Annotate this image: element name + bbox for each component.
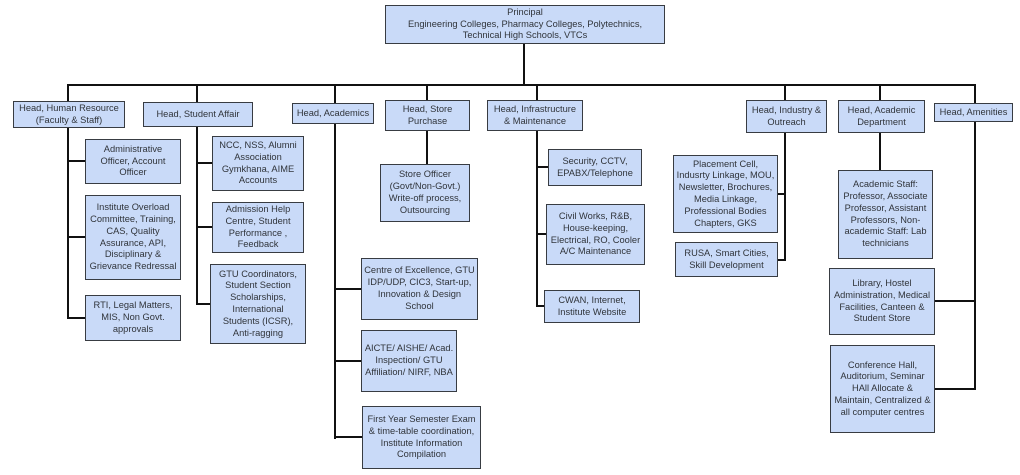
connector-line xyxy=(536,305,546,307)
connector-line xyxy=(196,226,214,228)
node-security-cctv: Security, CCTV, EPABX/Telephone xyxy=(548,149,642,186)
connector-line xyxy=(67,236,87,238)
node-store-officer: Store Officer (Govt/Non-Govt.) Write-off… xyxy=(380,164,470,222)
connector-line xyxy=(196,162,214,164)
connector-line xyxy=(536,129,538,307)
connector-line xyxy=(784,84,786,103)
head-human-resource: Head, Human Resource (Faculty & Staff) xyxy=(13,101,125,128)
connector-line xyxy=(523,43,525,85)
node-institute-overload-committee: Institute Overload Committee, Training, … xyxy=(85,195,181,280)
connector-line xyxy=(334,122,336,439)
connector-line xyxy=(879,131,881,172)
connector-line xyxy=(536,84,538,102)
connector-line xyxy=(974,120,976,390)
connector-line xyxy=(536,233,548,235)
connector-line xyxy=(196,84,198,104)
connector-line xyxy=(334,360,363,362)
connector-line xyxy=(879,84,881,103)
node-principal: Principal Engineering Colleges, Pharmacy… xyxy=(385,5,665,44)
connector-line xyxy=(196,126,198,305)
principal-subtitle: Engineering Colleges, Pharmacy Colleges,… xyxy=(407,18,643,41)
head-amenities: Head, Amenities xyxy=(934,103,1013,122)
connector-line xyxy=(776,193,786,195)
head-infrastructure-maintenance: Head, Infrastructure & Maintenance xyxy=(487,100,583,131)
head-academic-department: Head, Academic Department xyxy=(838,100,925,133)
node-rusa-smart-cities: RUSA, Smart Cities, Skill Development xyxy=(675,242,778,277)
connector-line xyxy=(67,160,87,162)
node-placement-cell: Placement Cell, Indusrty Linkage, MOU, N… xyxy=(673,155,778,233)
connector-line xyxy=(334,84,336,105)
connector-line xyxy=(67,126,69,319)
connector-line xyxy=(426,129,428,166)
principal-title: Principal xyxy=(507,6,543,17)
connector-line xyxy=(196,303,214,305)
head-student-affair: Head, Student Affair xyxy=(143,102,253,127)
node-library-hostel: Library, Hostel Administration, Medical … xyxy=(829,268,935,335)
head-store-purchase: Head, Store Purchase xyxy=(385,100,470,131)
connector-line xyxy=(776,259,786,261)
node-gtu-coordinators: GTU Coordinators, Student Section Schola… xyxy=(210,264,306,344)
connector-line xyxy=(536,166,550,168)
head-industry-outreach: Head, Industry & Outreach xyxy=(746,100,827,133)
connector-line xyxy=(784,131,786,261)
node-civil-works: Civil Works, R&B, House-keeping, Electri… xyxy=(546,204,645,265)
node-cwan-internet: CWAN, Internet, Institute Website xyxy=(544,290,640,323)
node-academic-staff: Academic Staff: Professor, Associate Pro… xyxy=(838,170,933,259)
connector-line xyxy=(67,84,69,103)
node-aicte-aishe: AICTE/ AISHE/ Acad. Inspection/ GTU Affi… xyxy=(361,330,457,392)
connector-line xyxy=(933,300,976,302)
node-admission-help-centre: Admission Help Centre, Student Performan… xyxy=(212,202,304,253)
node-centre-of-excellence: Centre of Excellence, GTU IDP/UDP, CIC3,… xyxy=(361,258,478,320)
connector-line xyxy=(426,84,428,102)
node-rti-legal-matters: RTI, Legal Matters, MIS, Non Govt. appro… xyxy=(85,295,181,341)
node-conference-hall: Conference Hall, Auditorium, Seminar HAl… xyxy=(830,345,935,433)
connector-line xyxy=(334,436,364,438)
head-academics: Head, Academics xyxy=(292,103,374,124)
connector-line xyxy=(67,84,976,86)
node-administrative-officer: Administrative Officer, Account Officer xyxy=(85,139,181,184)
connector-line xyxy=(974,84,976,105)
node-first-year-semester-exam: First Year Semester Exam & time-table co… xyxy=(362,406,481,469)
connector-line xyxy=(67,317,87,319)
connector-line xyxy=(334,288,363,290)
connector-line xyxy=(933,388,976,390)
node-ncc-nss-alumni: NCC, NSS, Alumni Association Gymkhana, A… xyxy=(212,136,304,191)
